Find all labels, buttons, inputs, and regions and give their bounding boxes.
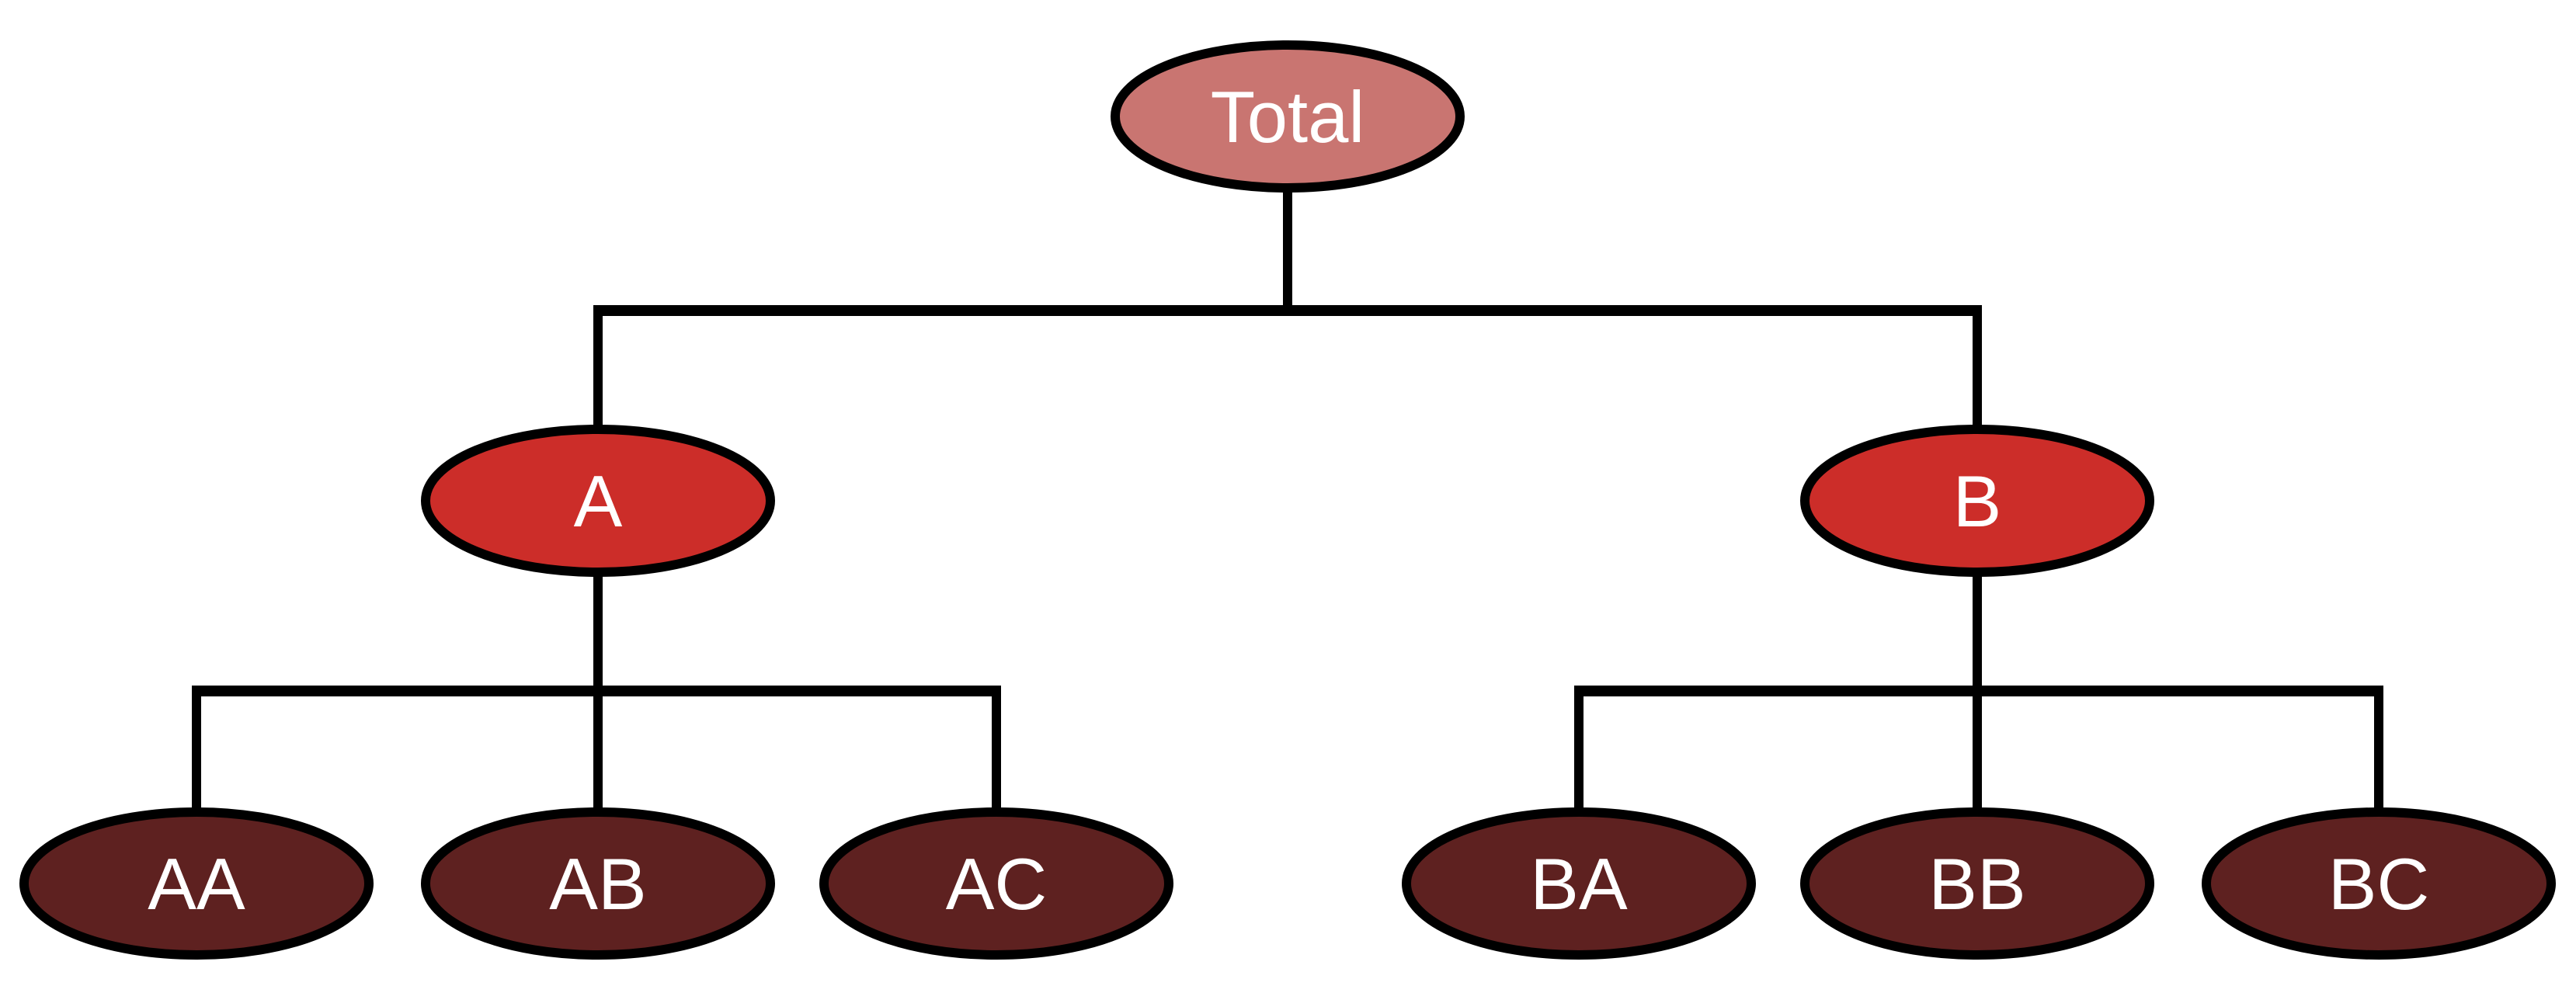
node-b-ellipse: [1800, 425, 2154, 577]
node-ba: BA: [1402, 807, 1756, 960]
node-total-label: Total: [1211, 76, 1365, 158]
node-b-label: B: [1953, 460, 2002, 542]
node-bc: BC: [2202, 807, 2556, 960]
node-ba-label: BA: [1530, 843, 1628, 925]
node-ac-label: AC: [946, 843, 1048, 925]
node-bc-ellipse: [2202, 807, 2556, 960]
node-bb-ellipse: [1800, 807, 2154, 960]
node-ab-ellipse: [421, 807, 775, 960]
node-bb: BB: [1800, 807, 2154, 960]
node-a: A: [421, 425, 775, 577]
node-aa: AA: [19, 807, 374, 960]
node-total: Total: [1111, 40, 1465, 193]
node-ab: AB: [421, 807, 775, 960]
node-aa-ellipse: [19, 807, 374, 960]
node-ac-ellipse: [819, 807, 1173, 960]
node-aa-label: AA: [148, 843, 245, 925]
node-ac: AC: [819, 807, 1173, 960]
node-bb-label: BB: [1928, 843, 2025, 925]
node-b: B: [1800, 425, 2154, 577]
node-a-label: A: [574, 460, 623, 542]
node-ba-ellipse: [1402, 807, 1756, 960]
connectors: [192, 186, 2383, 809]
node-ab-label: AB: [549, 843, 646, 925]
node-a-ellipse: [421, 425, 775, 577]
node-total-ellipse: [1111, 40, 1465, 193]
nodes: Total A B AA AB AC: [19, 40, 2556, 960]
node-bc-label: BC: [2328, 843, 2430, 925]
